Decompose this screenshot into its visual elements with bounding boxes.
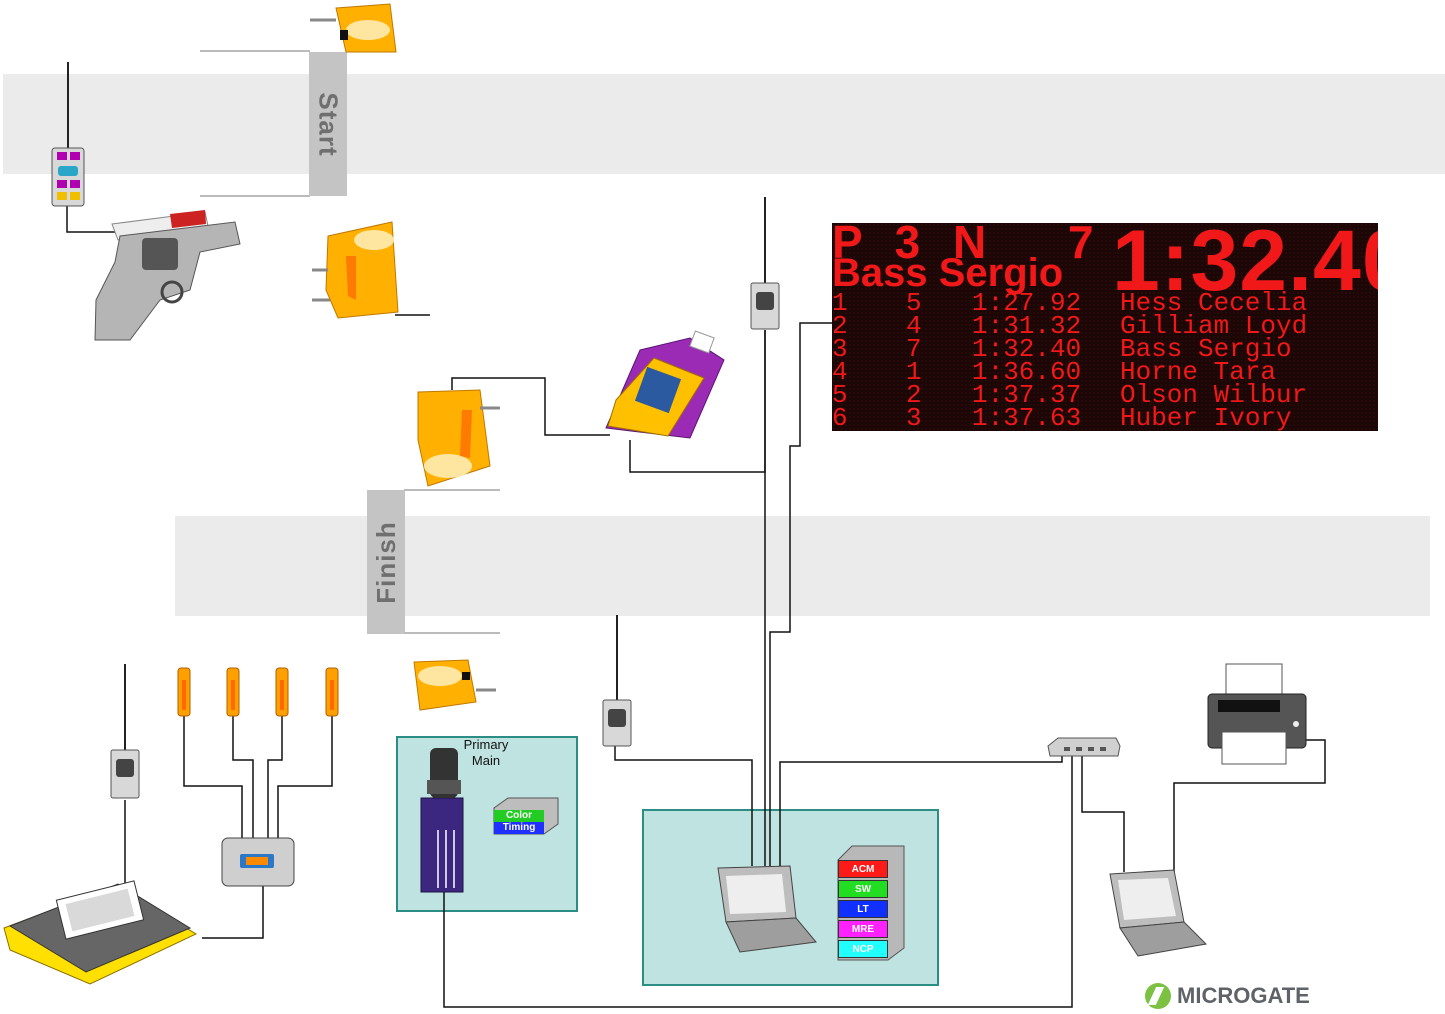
console-radio — [110, 664, 140, 799]
start-lane — [3, 74, 1445, 174]
led-scoreboard: P 3 N 7 1:32.40 Bass Sergio 1 5 1:27.92 Hes… — [832, 223, 1378, 431]
board-result-pos: 2 — [832, 311, 848, 341]
board-result-name: Olson Wilbur — [1120, 380, 1308, 410]
board-current-name: Bass Sergio — [832, 251, 1064, 295]
color-timing-block — [493, 797, 559, 835]
board-radio — [750, 197, 780, 330]
board-result-bib: 2 — [906, 380, 922, 410]
board-header: P 3 N 7 — [832, 223, 1094, 268]
board-result-name: Horne Tara — [1120, 357, 1277, 387]
board-result-bib: 5 — [906, 288, 922, 318]
finish-gate: Finish — [367, 490, 405, 634]
tag-color: Color — [505, 810, 533, 821]
board-result-time: 1:37.37 — [972, 380, 1082, 410]
microgate-logo-text: MICROGATE — [1177, 983, 1310, 1008]
junction-box — [221, 837, 295, 887]
board-result-pos: 3 — [832, 334, 848, 364]
stack-cell-acm: ACM — [838, 860, 888, 878]
microgate-logo: MICROGATE — [1145, 983, 1310, 1009]
board-result-name: Huber Ivory — [1120, 403, 1292, 431]
photocell-array — [177, 667, 339, 717]
camera-label-line1: Primary — [463, 737, 509, 752]
stack-cell-mre: MRE — [838, 920, 888, 938]
starter-pistol — [94, 210, 241, 341]
photocell-start-bottom — [312, 221, 399, 319]
board-result-time: 1:31.32 — [972, 311, 1082, 341]
stack-cell-lt: LT — [838, 900, 888, 918]
board-clock: 1:32.40 — [1112, 223, 1378, 309]
timing-console — [3, 880, 198, 985]
handheld-timer — [605, 330, 725, 439]
board-result-time: 1:27.92 — [972, 288, 1082, 318]
board-result-pos: 5 — [832, 380, 848, 410]
camera-label: Primary Main — [446, 737, 526, 769]
photocell-start-top — [310, 3, 397, 53]
board-header-left: P 3 N — [832, 223, 997, 268]
board-result-bib: 7 — [906, 334, 922, 364]
board-header-num: 7 — [1068, 223, 1095, 268]
photocell-finish-top — [417, 389, 500, 487]
board-result-pos: 6 — [832, 403, 848, 431]
tag-timing: Timing — [502, 822, 536, 833]
board-result-bib: 1 — [906, 357, 922, 387]
finish-radio — [602, 615, 632, 747]
board-result-pos: 1 — [832, 288, 848, 318]
microgate-logo-icon — [1145, 983, 1171, 1009]
board-result-name: Gilliam Loyd — [1120, 311, 1308, 341]
board-result-name: Hess Cecelia — [1120, 288, 1308, 318]
printer — [1207, 663, 1307, 765]
start-radio — [51, 62, 85, 207]
stack-cell-ncp: NCP — [838, 940, 888, 958]
laptop-secondary — [1109, 869, 1208, 957]
board-result-time: 1:36.60 — [972, 357, 1082, 387]
photocells — [310, 3, 500, 711]
board-result-bib: 3 — [906, 403, 922, 431]
cables — [66, 205, 1326, 1008]
photocell-finish-bottom — [413, 659, 496, 711]
photofinish-camera — [420, 748, 464, 893]
board-result-name: Bass Sergio — [1120, 334, 1292, 364]
board-result-time: 1:37.63 — [972, 403, 1082, 431]
network-switch — [1047, 737, 1121, 757]
stack-cell-sw: SW — [838, 880, 888, 898]
board-result-bib: 4 — [906, 311, 922, 341]
laptop-main — [717, 865, 817, 953]
board-result-pos: 4 — [832, 357, 848, 387]
board-result-time: 1:32.40 — [972, 334, 1082, 364]
gate-lines — [200, 50, 500, 634]
radio-transceivers — [51, 62, 780, 799]
start-gate: Start — [309, 52, 347, 196]
camera-label-line2: Main — [471, 753, 501, 768]
